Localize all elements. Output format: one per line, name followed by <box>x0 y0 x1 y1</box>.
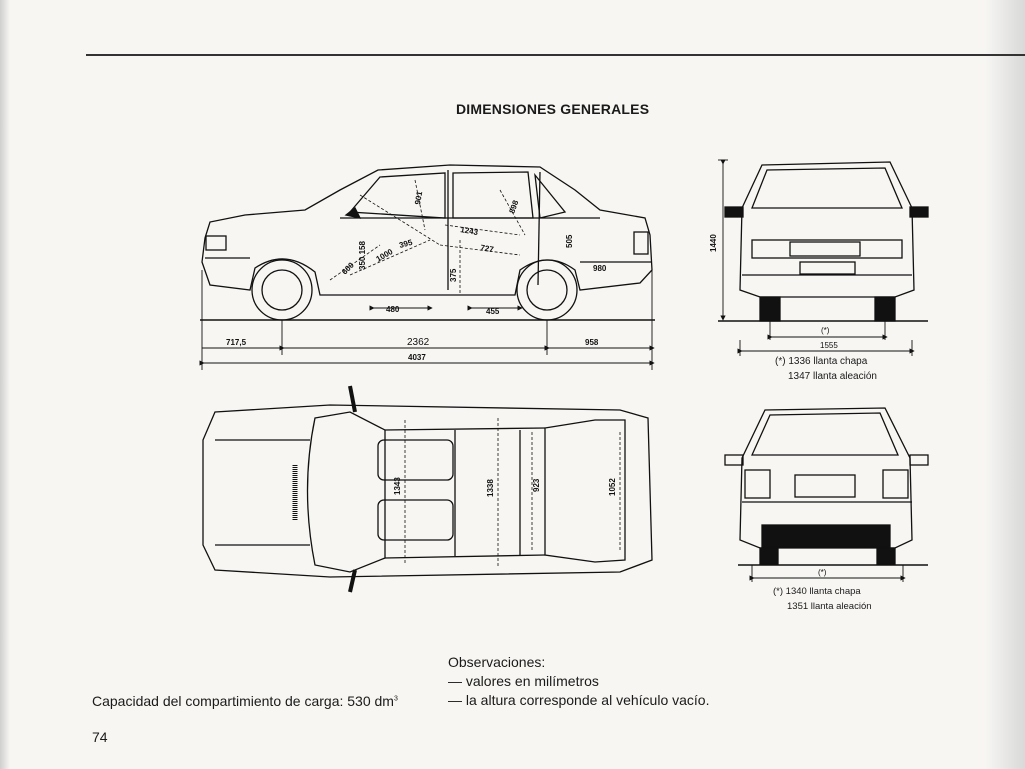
rear-note-line1: (*) 1340 llanta chapa <box>773 586 861 597</box>
svg-text:1555: 1555 <box>820 341 838 350</box>
top-dimension-labels: 1343 1338 923 1052 <box>393 477 617 497</box>
svg-text:901: 901 <box>413 190 424 205</box>
front-note-line1: (*) 1336 llanta chapa <box>775 356 868 367</box>
cargo-capacity-text: Capacidad del compartimiento de carga: 5… <box>92 693 394 709</box>
page-title: DIMENSIONES GENERALES <box>456 101 650 117</box>
svg-text:375: 375 <box>449 268 458 282</box>
cargo-capacity-unit: 3 <box>393 695 398 703</box>
rear-dimension-lines <box>738 564 928 582</box>
svg-text:455: 455 <box>486 307 500 316</box>
cargo-capacity: Capacidad del compartimiento de carga: 5… <box>92 693 398 709</box>
svg-text:(*): (*) <box>821 326 830 335</box>
page-number: 74 <box>92 729 108 745</box>
page-binding-edge <box>0 0 10 769</box>
side-dimension-labels: 717,5 2362 958 4037 <box>226 337 599 362</box>
observations-line1: — valores en milímetros <box>448 673 599 689</box>
svg-text:1243: 1243 <box>460 225 480 237</box>
svg-text:505: 505 <box>565 234 574 248</box>
svg-text:717,5: 717,5 <box>226 338 247 347</box>
svg-text:480: 480 <box>386 305 400 314</box>
svg-text:727: 727 <box>480 243 495 254</box>
svg-text:2362: 2362 <box>407 337 430 348</box>
rear-dimension-labels: (*) <box>818 568 827 577</box>
front-track-note: (*) 1336 llanta chapa 1347 llanta aleaci… <box>775 354 935 384</box>
side-dimension-lines <box>199 270 655 370</box>
header-rule <box>86 54 1025 56</box>
side-interior-labels: 901 898 1243 727 505 600 1000 395 350 15… <box>340 190 607 316</box>
side-interior-dims <box>329 179 526 295</box>
front-note-line2: 1347 llanta aleación <box>788 371 877 382</box>
svg-text:1052: 1052 <box>608 478 617 496</box>
svg-text:1338: 1338 <box>486 479 495 497</box>
top-view-car <box>202 385 653 593</box>
svg-text:923: 923 <box>532 478 541 492</box>
svg-text:395: 395 <box>398 238 414 250</box>
side-view-car <box>201 164 653 321</box>
svg-text:600: 600 <box>340 260 356 276</box>
rear-note-line2: 1351 llanta aleación <box>787 601 872 612</box>
svg-text:(*): (*) <box>818 568 827 577</box>
svg-text:4037: 4037 <box>408 353 426 362</box>
rear-view-car <box>724 407 929 565</box>
svg-text:898: 898 <box>507 199 520 215</box>
front-view-car <box>724 161 929 322</box>
observations-heading: Observaciones: <box>448 654 546 670</box>
observations: Observaciones: — valores en milímetros —… <box>448 653 709 710</box>
front-dimension-lines <box>718 159 928 356</box>
page-shadow <box>985 0 1025 769</box>
svg-text:1343: 1343 <box>393 477 402 495</box>
svg-text:1440: 1440 <box>709 234 718 252</box>
front-dimension-labels: 1440 (*) 1555 <box>709 234 838 350</box>
svg-text:350 158: 350 158 <box>358 241 367 270</box>
top-dimension-lines <box>404 418 621 568</box>
rear-track-note: (*) 1340 llanta chapa 1351 llanta aleaci… <box>773 584 933 614</box>
svg-text:1000: 1000 <box>375 247 395 264</box>
observations-line2: — la altura corresponde al vehículo vací… <box>448 692 710 708</box>
svg-text:958: 958 <box>585 338 599 347</box>
svg-text:980: 980 <box>593 264 607 273</box>
